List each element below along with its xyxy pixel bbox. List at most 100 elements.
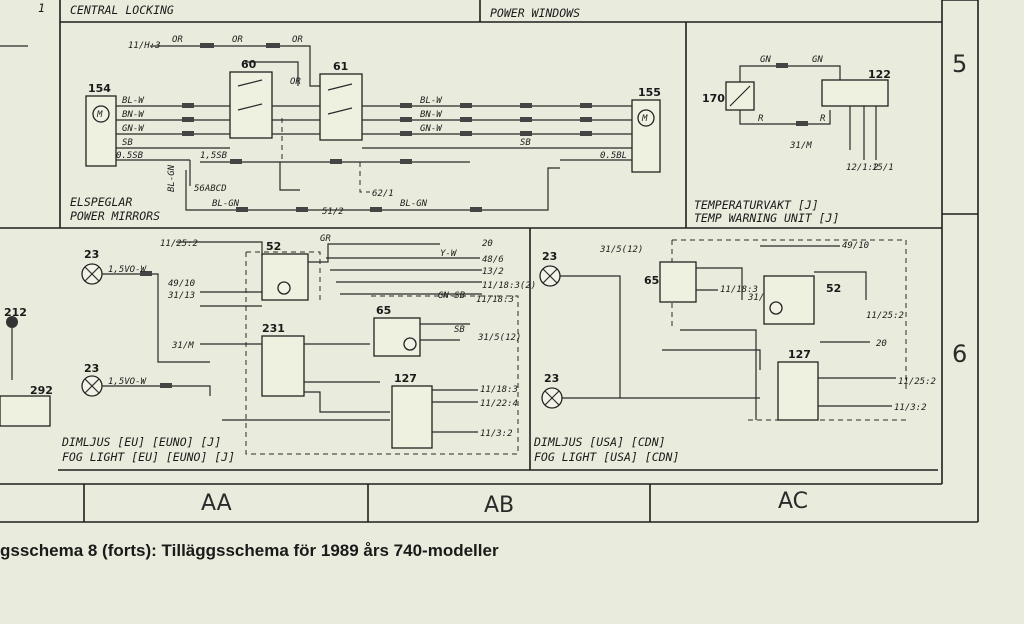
wire-gn-w-right: GN-W bbox=[420, 124, 443, 134]
wire-bl-w-right: BL-W bbox=[420, 96, 443, 106]
component-60: 60 bbox=[241, 58, 257, 71]
component-61: 61 bbox=[333, 60, 348, 73]
wire-gn-1: GN bbox=[760, 55, 771, 65]
component-52-eu: 52 bbox=[266, 240, 281, 253]
ref-11-18-3-usa: 11/18:3 bbox=[720, 285, 758, 295]
fog-eu-title-sv: DIMLJUS [EU] [EUNO] [J] bbox=[61, 435, 221, 449]
fog-usa-circuit: 23 23 65 31/5(12) 11/18:3 31/5 52 49/10 … bbox=[533, 239, 936, 464]
switch-60 bbox=[229, 71, 273, 139]
wire-y-w-eu: Y-W bbox=[440, 249, 458, 259]
row-label-6: 6 bbox=[952, 340, 967, 368]
page-caption: gsschema 8 (forts): Tilläggsschema för 1… bbox=[0, 541, 499, 560]
ref-49-10-eu: 49/10 bbox=[168, 279, 195, 289]
component-170: 170 bbox=[702, 92, 725, 105]
mirrors-title-en: POWER MIRRORS bbox=[70, 209, 160, 223]
frame-top-strip bbox=[59, 0, 942, 23]
wire-bn-w-left: BN-W bbox=[122, 110, 145, 120]
ref-48-6: 48/6 bbox=[482, 255, 504, 265]
wire-or-4: OR bbox=[290, 77, 301, 87]
switch-52-usa bbox=[763, 275, 815, 325]
ref-56abcd: 56ABCD bbox=[194, 184, 227, 194]
temp-title-sv: TEMPERATURVAKT [J] bbox=[694, 198, 819, 212]
top-left-title: CENTRAL LOCKING bbox=[70, 3, 174, 17]
component-231: 231 bbox=[262, 322, 285, 335]
column-label-ac: AC bbox=[778, 489, 808, 514]
ref-31-m-temp: 31/M bbox=[789, 141, 812, 151]
wire-bl-gn-mid: BL-GN bbox=[400, 199, 428, 209]
component-127-eu: 127 bbox=[394, 372, 417, 385]
component-52-usa: 52 bbox=[826, 282, 841, 295]
ref-62-1: 62/1 bbox=[372, 189, 394, 199]
wire-bl-w-left: BL-W bbox=[122, 96, 145, 106]
ref-51-2: 51/2 bbox=[322, 207, 344, 217]
ref-11-18-3-relay: 11/18:3 bbox=[480, 385, 518, 395]
component-154: 154 bbox=[88, 82, 111, 95]
unit-292 bbox=[0, 395, 51, 427]
fog-usa-title-sv: DIMLJUS [USA] [CDN] bbox=[533, 435, 666, 449]
wire-or-1: OR bbox=[172, 35, 183, 45]
component-23-d: 23 bbox=[544, 372, 559, 385]
wire-or-3: OR bbox=[292, 35, 303, 45]
ref-31-5-12-usa: 31/5(12) bbox=[599, 245, 643, 255]
column-label-ab: AB bbox=[484, 493, 514, 518]
ref-11-25-2-relay-usa: 11/25:2 bbox=[898, 377, 936, 387]
wire-bl-gn-vertical: BL-GN bbox=[167, 164, 177, 192]
switch-61 bbox=[319, 73, 363, 141]
wire-15sb: 1,5SB bbox=[200, 151, 228, 161]
motor-symbol-right bbox=[637, 109, 655, 127]
wire-sb-eu: SB bbox=[454, 325, 465, 335]
ref-49-10-usa: 49/10 bbox=[842, 241, 869, 251]
component-23-c: 23 bbox=[542, 250, 557, 263]
wire-vo-w-fog-1: 1,5VO-W bbox=[108, 265, 148, 275]
temp-warning-circuit: 170 GN GN R R 122 31/M 12/1:2 15/1 TEMPE… bbox=[694, 55, 894, 225]
top-right-title: POWER WINDOWS bbox=[490, 6, 580, 20]
component-212: 212 bbox=[4, 306, 27, 319]
wire-05bl-right: 0.5BL bbox=[600, 151, 627, 161]
component-122: 122 bbox=[868, 68, 891, 81]
component-155: 155 bbox=[638, 86, 661, 99]
ref-31-m-eu: 31/M bbox=[171, 341, 194, 351]
wire-gn-2: GN bbox=[812, 55, 823, 65]
ref-11-25-2-usa: 11/25:2 bbox=[866, 311, 904, 321]
column-label-aa: AA bbox=[201, 491, 232, 516]
frame-main bbox=[0, 0, 943, 485]
wire-or-2: OR bbox=[232, 35, 243, 45]
frame-right bbox=[0, 0, 979, 523]
wire-r-1: R bbox=[758, 114, 764, 124]
svg-text:M: M bbox=[96, 110, 103, 120]
wire-bn-w-right: BN-W bbox=[420, 110, 443, 120]
wire-gn-sb-eu: GN-SB bbox=[438, 291, 466, 301]
wire-05sb-left: 0.5SB bbox=[116, 151, 144, 161]
relay-127-eu bbox=[391, 385, 433, 449]
fog-usa-title-en: FOG LIGHT [USA] [CDN] bbox=[534, 450, 679, 464]
unit-122 bbox=[821, 79, 889, 107]
wire-gn-w-left: GN-W bbox=[122, 124, 145, 134]
ref-12-1-2: 12/1:2 bbox=[846, 163, 879, 173]
ref-11-h3: 11/H:3 bbox=[128, 41, 161, 51]
wire-gr-eu: GR bbox=[320, 234, 331, 244]
ref-13-2: 13/2 bbox=[482, 267, 504, 277]
wire-sb-left: SB bbox=[122, 138, 133, 148]
svg-text:M: M bbox=[641, 114, 648, 124]
ground-212 bbox=[6, 316, 18, 328]
left-edge-parts: 212 292 bbox=[0, 306, 53, 427]
ref-11-3-2-eu: 11/3:2 bbox=[480, 429, 513, 439]
ref-11-3-2-usa: 11/3:2 bbox=[894, 403, 927, 413]
component-65-eu: 65 bbox=[376, 304, 391, 317]
component-127-usa: 127 bbox=[788, 348, 811, 361]
temp-title-en: TEMP WARNING UNIT [J] bbox=[694, 211, 839, 225]
ref-31-13-eu: 31/13 bbox=[167, 291, 195, 301]
ref-20-eu: 20 bbox=[482, 239, 493, 249]
component-292: 292 bbox=[30, 384, 53, 397]
ref-31-5-usa: 31/5 bbox=[747, 293, 770, 303]
ref-31-5-12-eu: 31/5(12) bbox=[477, 333, 521, 343]
relay-127-usa bbox=[777, 361, 819, 421]
top-left-number: 1 bbox=[38, 1, 45, 15]
ref-11-22-4: 11/22:4 bbox=[480, 399, 518, 409]
fog-eu-circuit: 23 23 1,5VO-W 1,5VO-W 52 11/25:2 GR 20 Y… bbox=[61, 234, 536, 464]
relay-65-usa bbox=[659, 261, 697, 303]
mirrors-circuit: OR OR OR OR 11/H:3 60 61 M 154 M 155 BL-… bbox=[70, 35, 661, 223]
wire-sb-right: SB bbox=[520, 138, 531, 148]
component-23-b: 23 bbox=[84, 362, 99, 375]
